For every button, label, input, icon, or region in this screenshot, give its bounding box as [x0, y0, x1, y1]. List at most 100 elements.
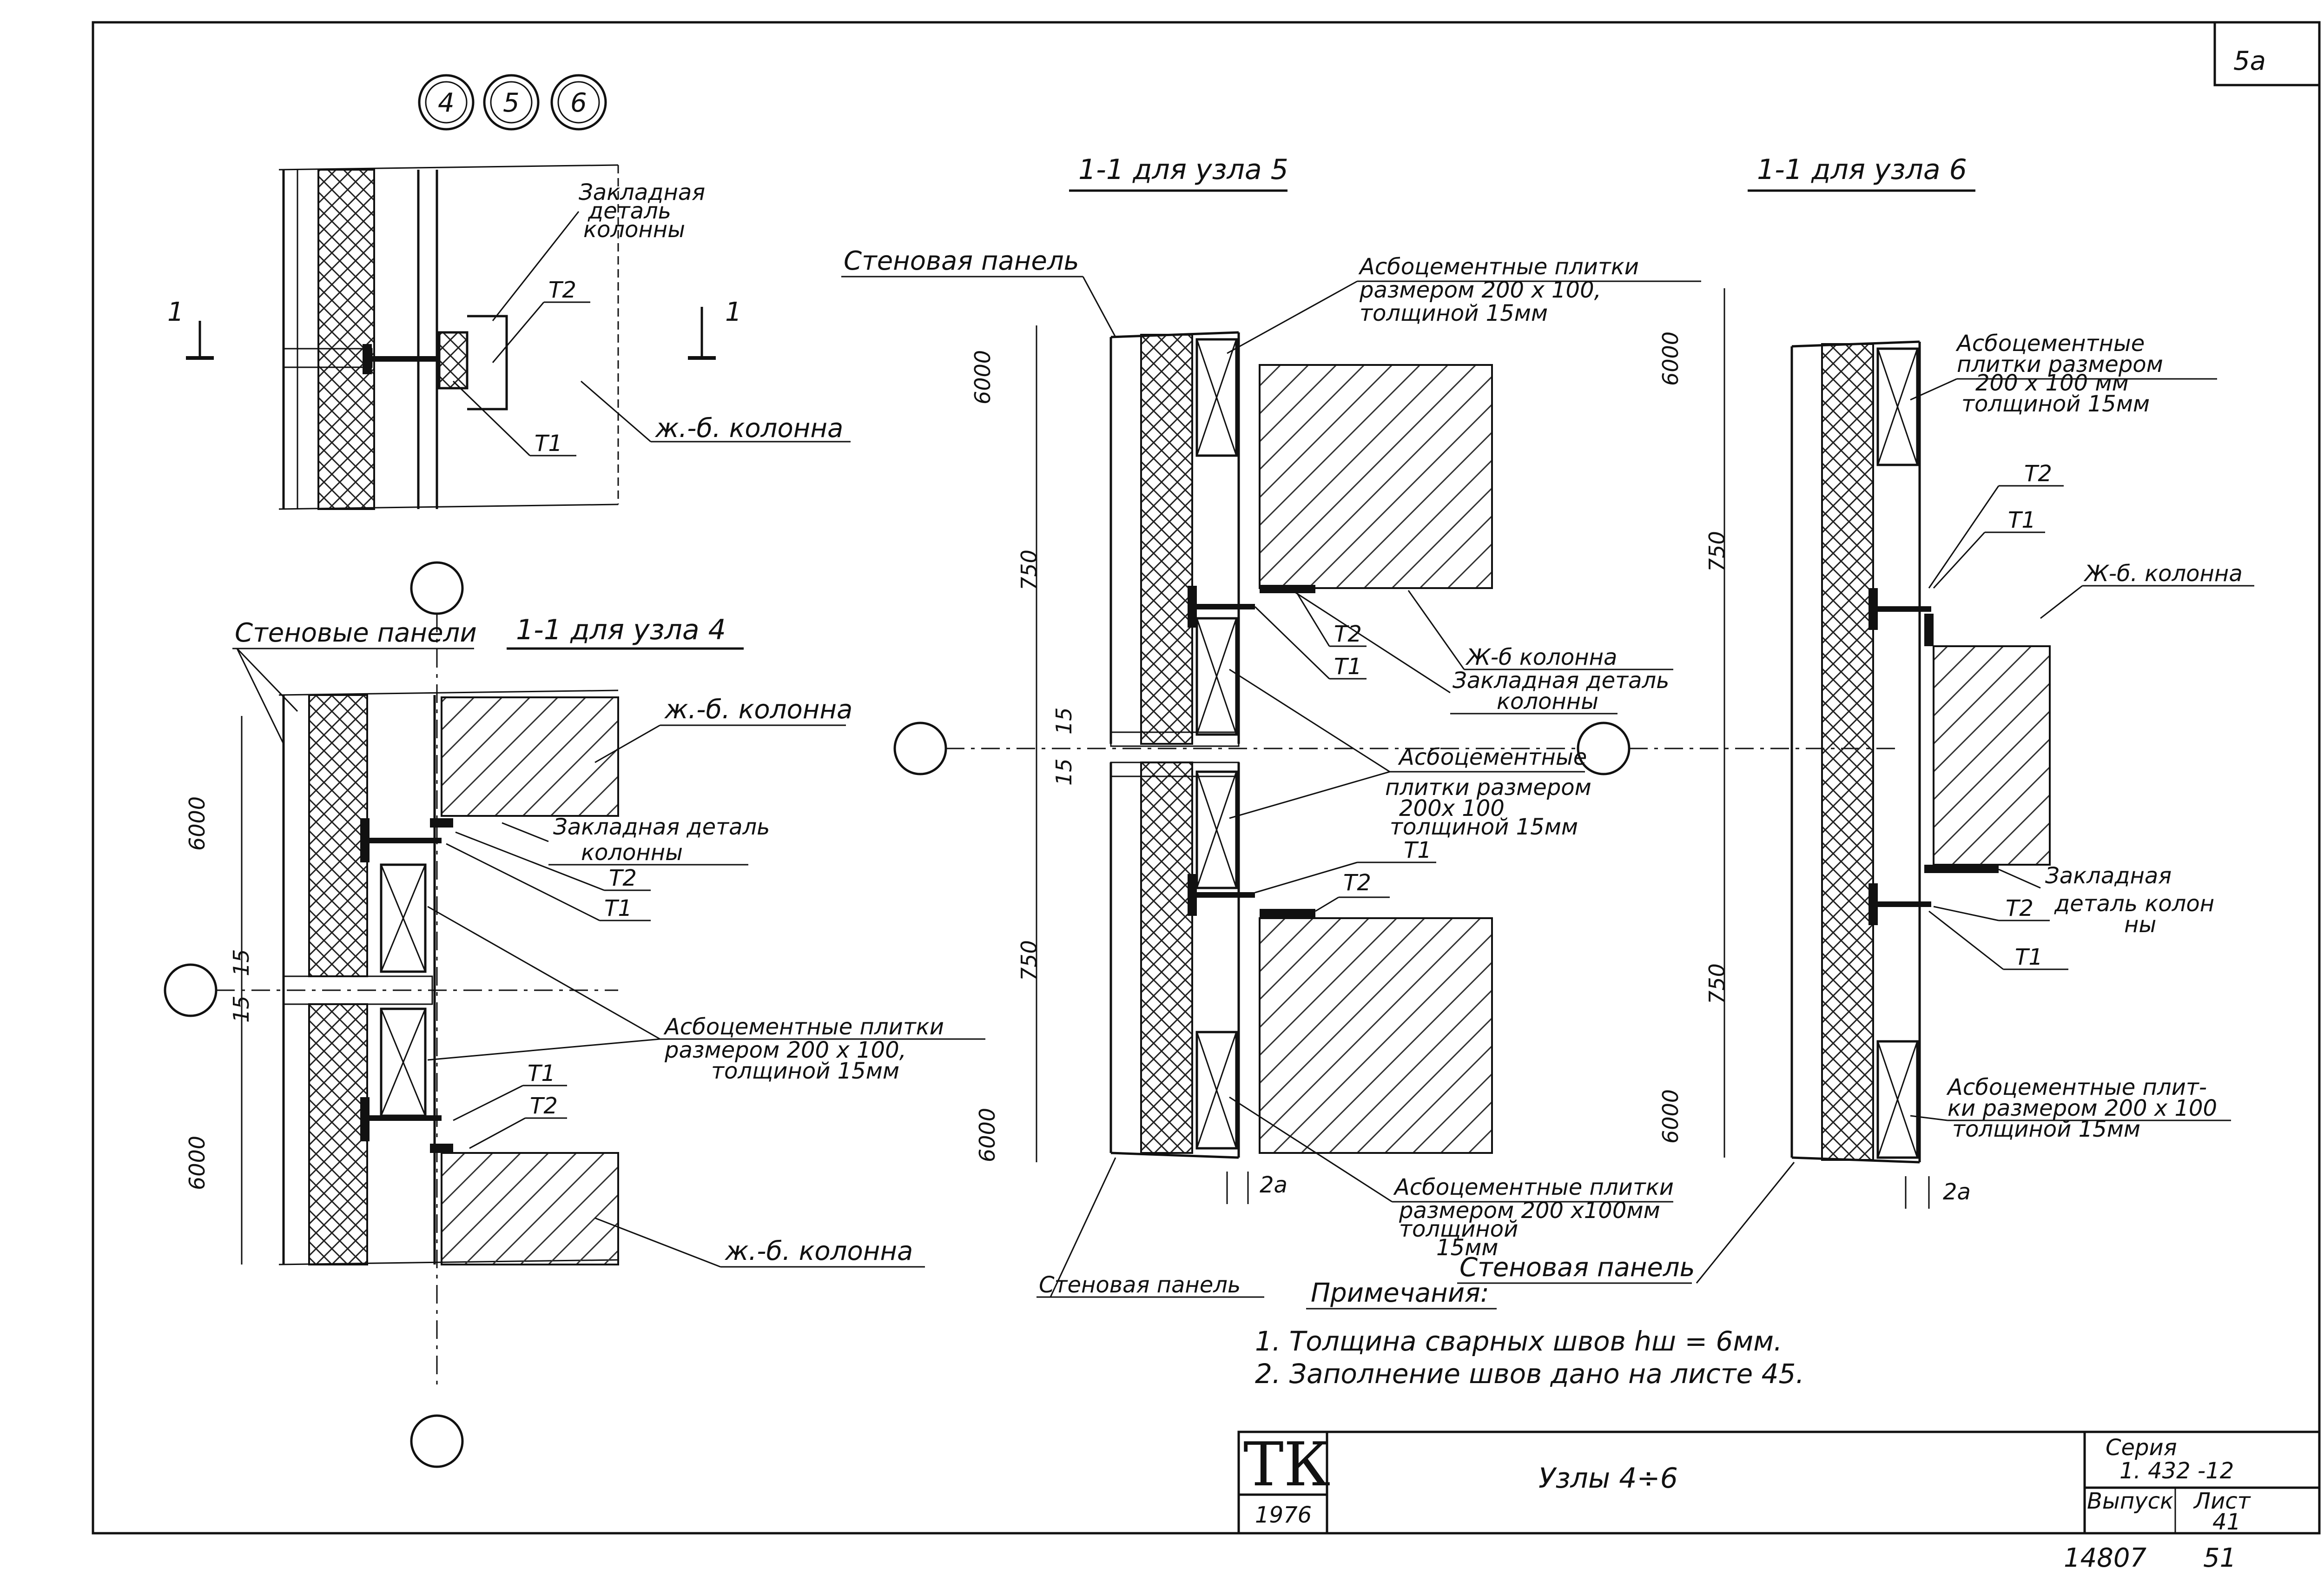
series-label: Серия: [2106, 1435, 2177, 1461]
note-2: 2. Заполнение швов дано на листе 45.: [1255, 1358, 1804, 1390]
node6-dim-upper: 6000: [1658, 331, 1683, 386]
node5-t1-upper: Т1: [1334, 654, 1362, 680]
node-marker-6-label: 6: [570, 88, 587, 118]
sheet-label-box: [2213, 21, 2321, 86]
section-mark-left: 1: [167, 297, 184, 327]
t1-label: Т1: [535, 430, 562, 457]
title-block: ТК 1976 Узлы 4÷6 Серия 1. 432 -12 Выпуск…: [1237, 1429, 2321, 1535]
node6-t1-lower: Т1: [2015, 944, 2043, 970]
node6-column-label: Ж-б. колонна: [2083, 561, 2243, 587]
node4-wall-panels-label: Стеновые панели: [235, 618, 477, 648]
node5-embedded-label-2: колонны: [1497, 689, 1598, 715]
node4-t1-lower: Т1: [528, 1060, 555, 1086]
node6-column: [1933, 645, 2051, 866]
node4-column-top-label: ж.-б. колонна: [664, 695, 852, 725]
node4-t2-lower: Т2: [530, 1093, 558, 1119]
node5-wall-panel-bottom-left: Стеновая панель: [1039, 1272, 1241, 1298]
node-marker-5-label: 5: [503, 88, 520, 118]
node4-dim-gap2: 15: [229, 995, 254, 1023]
node5-column-lower: [1259, 917, 1493, 1154]
node5-insulation-lower: [1140, 762, 1193, 1154]
bottom-page: 51: [2203, 1543, 2236, 1573]
node6-embedded-label-3: ны: [2124, 912, 2156, 938]
section-mark-right: 1: [725, 297, 742, 327]
node4-t2-upper: Т2: [609, 865, 637, 891]
sheet-label: 5а: [2233, 46, 2266, 76]
node5-dim-upper: 6000: [970, 350, 995, 404]
node4-insulation-upper: [308, 694, 368, 977]
node6-tiles-bot-2: ки размером 200 x 100: [1948, 1095, 2217, 1121]
node-marker-6: [550, 74, 607, 131]
axis-marker-node4-bottom: [410, 1414, 464, 1468]
detail-top-plan: 1 1 Закладная деталь колонны Т2 Т1 ж.-б.…: [167, 164, 851, 510]
embedded-part: [438, 331, 469, 390]
node5-wall-panel-bottom-right: Стеновая панель: [1459, 1252, 1695, 1283]
node5-tile-3: [1195, 770, 1238, 889]
axis-marker-node5-left: [893, 722, 947, 775]
node6-tiles-top-2: плитки размером: [1957, 351, 2163, 377]
node-marker-4: [418, 74, 475, 131]
node4-tiles-label-1: Асбоцементные плитки: [663, 1014, 944, 1040]
node5-tile-2: [1195, 617, 1238, 736]
node5-tile-1: [1195, 338, 1238, 457]
node4-embedded-label-2: колонны: [581, 840, 683, 866]
node4-column-bottom-label: ж.-б. колонна: [724, 1236, 913, 1266]
bottom-number: 14807: [2064, 1543, 2147, 1573]
embedded-part-label-1: Закладная: [579, 179, 705, 205]
node5-insulation-upper: [1140, 334, 1193, 745]
node6-dim-750-lower: 750: [1704, 963, 1730, 1004]
insulation-layer: [317, 169, 375, 510]
node5-t2-upper: Т2: [1334, 621, 1362, 647]
node5-wall-panel-top: Стеновая панель: [844, 246, 1079, 276]
node6-tiles-top-3: 200 x 100 мм: [1975, 370, 2129, 396]
node4-insulation-lower: [308, 1003, 368, 1265]
node5-tiles-bot-4: 15мм: [1436, 1235, 1499, 1261]
node4-tiles-label-3: толщиной 15мм: [711, 1058, 899, 1084]
node5-dim-750-lower: 750: [1017, 940, 1042, 981]
node5-embedded-label-1: Закладная деталь: [1452, 668, 1669, 694]
node-marker-5: [483, 74, 540, 131]
node5-tiles-mid-2: плитки размером: [1385, 775, 1591, 801]
axis-marker-node4-left: [164, 963, 218, 1017]
node6-embedded-label-1: Закладная: [2045, 863, 2172, 889]
node6-t2-upper: Т2: [2024, 461, 2052, 487]
node5-dim-gap2: 15: [1051, 758, 1076, 786]
sheet-number: 41: [2212, 1509, 2241, 1535]
node6-tiles-bot-1: Асбоцементные плит-: [1946, 1074, 2207, 1100]
node5-dim-750-upper: 750: [1017, 550, 1042, 590]
node5-column-upper: [1259, 364, 1493, 589]
node6-t1-upper: Т1: [2008, 507, 2036, 533]
node5-tile-4: [1195, 1031, 1238, 1150]
sheet-word: Лист: [2193, 1488, 2251, 1514]
node6-gap-label: 2а: [1943, 1179, 1971, 1205]
title-block-title: Узлы 4÷6: [1538, 1462, 1678, 1495]
node6-title: 1-1 для узла 6: [1757, 153, 1967, 186]
node5-tiles-mid-4: толщиной 15мм: [1390, 814, 1578, 840]
node5-title: 1-1 для узла 5: [1078, 153, 1288, 186]
embedded-part-label-3: колонны: [583, 217, 685, 243]
node6-tiles-top-1: Асбоцементные: [1955, 331, 2145, 357]
node4-dim-lower: 6000: [185, 1136, 210, 1190]
node5-column-label: Ж-б колонна: [1465, 644, 1617, 670]
node4-tile-upper: [380, 863, 427, 973]
node4-title: 1-1 для узла 4: [516, 614, 726, 646]
node-markers: 4 5 6: [418, 74, 607, 131]
node4-tiles-label-2: размером 200 x 100,: [664, 1037, 906, 1063]
t2-label: Т2: [548, 277, 576, 303]
detail-node5: 1-1 для узла 5: [841, 153, 1896, 1298]
stamp-year: 1976: [1255, 1502, 1312, 1528]
node6-t2-lower: Т2: [2006, 895, 2034, 921]
node4-t1-upper: Т1: [604, 895, 632, 921]
sheet-frame: [92, 21, 2321, 1535]
stamp: ТК: [1243, 1429, 1330, 1500]
node5-dim-gap1: 15: [1051, 707, 1076, 735]
column-label: ж.-б. колонна: [654, 413, 843, 444]
node5-tiles-bot-1: Асбоцементные плитки: [1393, 1174, 1674, 1200]
node5-tiles-bot-3: толщиной: [1399, 1216, 1518, 1242]
node5-tiles-top-3: толщиной 15мм: [1360, 300, 1548, 326]
node5-dim-lower: 6000: [975, 1108, 1000, 1162]
node5-t1-lower: Т1: [1404, 837, 1432, 863]
node4-column-lower: [441, 1152, 619, 1265]
detail-node6: 1-1 для узла 6 6000 750 750 6000 2а Асбо…: [1658, 153, 2254, 1284]
